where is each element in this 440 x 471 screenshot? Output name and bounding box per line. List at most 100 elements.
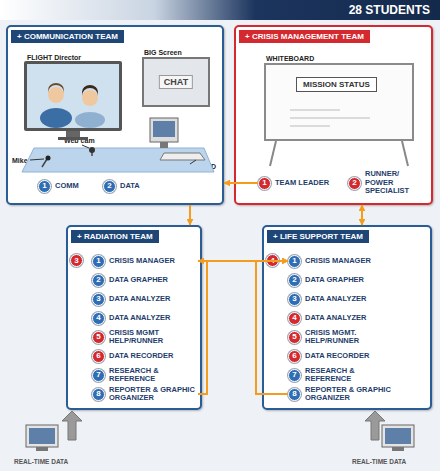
role-label: DATA ANALYZER [305, 314, 366, 323]
keyboard [160, 153, 205, 160]
role-label: REPORTER & GRAPHIC ORGANIZER [305, 386, 394, 403]
role-item: 8 REPORTER & GRAPHIC ORGANIZER [92, 386, 198, 402]
callout-number: 4 [92, 312, 105, 325]
callout-number: 6 [288, 350, 301, 363]
flow-connector [189, 205, 191, 225]
computer-screen [153, 121, 175, 137]
person-body [40, 108, 72, 128]
data-arrow [62, 411, 82, 440]
whiteboard: WHITEBOARDMISSION STATUS [264, 63, 414, 141]
role-item: 2RUNNER/ POWER SPECIALIST [348, 171, 428, 195]
callout-number: 7 [92, 369, 105, 382]
role-item: 3 DATA ANALYZER [288, 291, 394, 307]
computer-stand [36, 447, 48, 451]
role-label: RUNNER/ POWER SPECIALIST [365, 170, 428, 196]
role-item: 6 DATA RECORDER [92, 348, 198, 364]
board-writing [290, 126, 330, 127]
role-item: 8 REPORTER & GRAPHIC ORGANIZER [288, 386, 394, 402]
person-body [75, 112, 105, 128]
role-item: 1COMM [38, 178, 98, 194]
person-head [82, 90, 98, 106]
role-label: DATA GRAPHER [305, 276, 364, 285]
callout-number: 2 [92, 274, 105, 287]
person-hair [82, 85, 98, 96]
role-item: 5 CRISIS MGMT HELP/RUNNER [92, 329, 198, 345]
person-head [48, 87, 64, 103]
computer-monitor [382, 425, 414, 447]
role-item: 2DATA [103, 178, 163, 194]
callout-number: 8 [288, 388, 301, 401]
role-label: RESEARCH & REFERENCE [109, 367, 198, 384]
role-label: REPORTER & GRAPHIC ORGANIZER [109, 386, 198, 403]
role-label: DATA RECORDER [109, 352, 173, 361]
team-header: + COMMUNICATION TEAM [11, 30, 124, 43]
role-label: CRISIS MGMT HELP/RUNNER [109, 329, 198, 346]
screen-heading: BIG Screen [144, 48, 182, 57]
computer-stand [392, 447, 404, 451]
callout-number: 6 [92, 350, 105, 363]
monitor-stand [66, 131, 80, 137]
part-label: REAL-TIME DATA [352, 457, 406, 466]
mike [46, 156, 51, 161]
flow-connector [224, 182, 258, 184]
board-writing [290, 118, 370, 119]
flow-connector [198, 261, 207, 394]
leader-line [190, 160, 196, 164]
board-writing [290, 110, 340, 111]
role-label: DATA RECORDER [305, 352, 369, 361]
callout-number: 5 [288, 331, 301, 344]
computer-monitor [26, 425, 58, 447]
role-item: 1TEAM LEADER [258, 175, 343, 191]
callout-number: 3 [70, 254, 83, 267]
callout-number: 1 [38, 180, 51, 193]
leader-line [30, 159, 44, 160]
flow-connector [198, 260, 288, 262]
board-leg [402, 141, 408, 166]
role-label: TEAM LEADER [275, 179, 329, 188]
part-label: Web cam [64, 136, 95, 145]
header-band: 28 STUDENTS [0, 0, 440, 20]
role-label: DATA GRAPHER [109, 276, 168, 285]
team-header: + CRISIS MANAGEMENT TEAM [239, 30, 370, 43]
role-item: 1CRISIS MANAGER [288, 253, 394, 269]
mike-stand [42, 159, 47, 167]
person-hair [48, 83, 64, 93]
computer-monitor [150, 118, 178, 142]
role-item: 4 DATA ANALYZER [92, 310, 198, 326]
leader-line [82, 145, 89, 148]
computer-screen [29, 428, 55, 444]
team-box: + RADIATION TEAM1CRISIS MANAGER2DATA GRA… [66, 225, 202, 410]
team-box: + CRISIS MANAGEMENT TEAM WHITEBOARDMISSIO… [234, 25, 433, 205]
desk [22, 148, 214, 172]
role-label: CRISIS MANAGER [109, 257, 175, 266]
role-label: DATA ANALYZER [109, 314, 170, 323]
callout-number: 5 [92, 331, 105, 344]
role-item: 7 RESEARCH & REFERENCE [92, 367, 198, 383]
role-label: DATA ANALYZER [305, 295, 366, 304]
callout-number: 3 [92, 293, 105, 306]
webcam [89, 147, 95, 153]
board-leg [270, 141, 276, 166]
callout-number: 3 [288, 293, 301, 306]
data-arrow [365, 411, 385, 440]
flow-connector [256, 261, 288, 394]
team-box: + LIFE SUPPORT TEAM1CRISIS MANAGER2DATA … [262, 225, 432, 410]
monitor-screen: FLIGHT Director [24, 61, 122, 131]
flow-connector [361, 205, 363, 225]
role-item: 2 DATA GRAPHER [92, 272, 198, 288]
part-label: REAL-TIME DATA [14, 457, 68, 466]
callout-number: 4 [266, 254, 279, 267]
callout-number: 7 [288, 369, 301, 382]
role-item: 6 DATA RECORDER [288, 348, 394, 364]
role-item: 5CRISIS MGMT. HELP/RUNNER [288, 329, 394, 345]
role-label: CRISIS MANAGER [305, 257, 371, 266]
role-item: 3DATA ANALYZER [92, 291, 198, 307]
computer-screen [385, 428, 411, 444]
team-header: + RADIATION TEAM [71, 230, 159, 243]
big-screen: BIG ScreenCHAT [142, 57, 210, 107]
callout-number: 8 [92, 388, 105, 401]
callout-number: 2 [288, 274, 301, 287]
diagram-title: 28 STUDENTS [349, 3, 430, 17]
